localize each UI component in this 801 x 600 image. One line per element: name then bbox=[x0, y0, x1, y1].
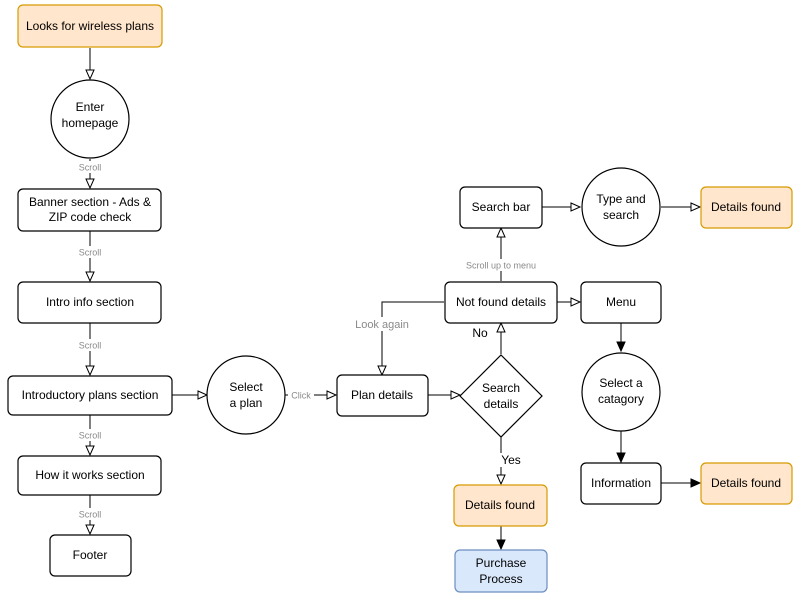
node-banner-section: Banner section - Ads & ZIP code check bbox=[17, 188, 162, 232]
svg-text:search: search bbox=[603, 208, 639, 222]
svg-text:Information: Information bbox=[591, 476, 651, 490]
node-select-a-category: Select a catagory bbox=[581, 352, 661, 432]
svg-text:Banner section - Ads &: Banner section - Ads & bbox=[29, 195, 151, 209]
svg-text:Type and: Type and bbox=[596, 192, 645, 206]
svg-text:details: details bbox=[484, 397, 519, 411]
edge-notfound-to-plandetails bbox=[377, 301, 444, 377]
edge-label-scroll: Scroll bbox=[79, 341, 102, 351]
edge-label-no: No bbox=[472, 326, 488, 340]
svg-text:Search: Search bbox=[482, 381, 520, 395]
edge-label-scroll: Scroll bbox=[79, 510, 102, 520]
svg-text:Enter: Enter bbox=[76, 100, 105, 114]
node-plan-details: Plan details bbox=[336, 374, 429, 417]
svg-text:Details found: Details found bbox=[711, 476, 781, 490]
node-looks-for-wireless-plans: Looks for wireless plans bbox=[17, 4, 163, 48]
svg-text:Details found: Details found bbox=[711, 200, 781, 214]
svg-text:catagory: catagory bbox=[598, 392, 644, 406]
node-not-found-details: Not found details bbox=[444, 281, 558, 324]
edge-label-yes: Yes bbox=[501, 453, 521, 467]
edge-label-click: Click bbox=[291, 391, 311, 401]
svg-text:Not found details: Not found details bbox=[456, 295, 546, 309]
node-how-it-works-section: How it works section bbox=[17, 455, 162, 496]
edge-label-look-again: Look again bbox=[355, 319, 409, 331]
svg-text:a plan: a plan bbox=[230, 396, 263, 410]
node-intro-info-section: Intro info section bbox=[17, 281, 162, 324]
svg-text:Introductory plans section: Introductory plans section bbox=[22, 388, 159, 402]
svg-text:Select: Select bbox=[229, 380, 263, 394]
svg-text:Intro info section: Intro info section bbox=[46, 295, 134, 309]
edge-label-scroll: Scroll bbox=[79, 248, 102, 258]
node-search-bar: Search bar bbox=[459, 186, 543, 229]
edge-label-scroll: Scroll bbox=[79, 431, 102, 441]
svg-text:Search bar: Search bar bbox=[472, 200, 531, 214]
node-select-a-plan: Select a plan bbox=[206, 355, 286, 435]
svg-text:homepage: homepage bbox=[62, 116, 119, 130]
svg-text:How it works section: How it works section bbox=[35, 468, 144, 482]
node-search-details-decision: Search details bbox=[459, 354, 543, 438]
svg-text:Process: Process bbox=[479, 572, 522, 586]
svg-text:Details found: Details found bbox=[465, 498, 535, 512]
edge-label-scroll-up-to-menu: Scroll up to menu bbox=[466, 261, 536, 271]
node-purchase-process: Purchase Process bbox=[454, 549, 548, 593]
node-introductory-plans-section: Introductory plans section bbox=[7, 375, 173, 416]
node-menu: Menu bbox=[580, 281, 662, 324]
node-details-found-search: Details found bbox=[700, 186, 793, 229]
node-details-found-menu: Details found bbox=[700, 462, 793, 505]
edge-label-scroll: Scroll bbox=[79, 163, 102, 173]
node-footer: Footer bbox=[49, 534, 132, 577]
node-details-found-yes: Details found bbox=[453, 484, 548, 527]
node-information: Information bbox=[580, 462, 662, 505]
node-enter-homepage: Enter homepage bbox=[50, 79, 130, 159]
svg-text:Menu: Menu bbox=[606, 295, 636, 309]
svg-text:Select a: Select a bbox=[599, 376, 643, 390]
svg-text:Looks for wireless plans: Looks for wireless plans bbox=[26, 19, 154, 33]
svg-text:Plan details: Plan details bbox=[351, 388, 413, 402]
svg-text:ZIP code check: ZIP code check bbox=[49, 210, 132, 224]
svg-text:Footer: Footer bbox=[73, 548, 108, 562]
node-type-and-search: Type and search bbox=[581, 167, 661, 247]
svg-text:Purchase: Purchase bbox=[476, 556, 527, 570]
